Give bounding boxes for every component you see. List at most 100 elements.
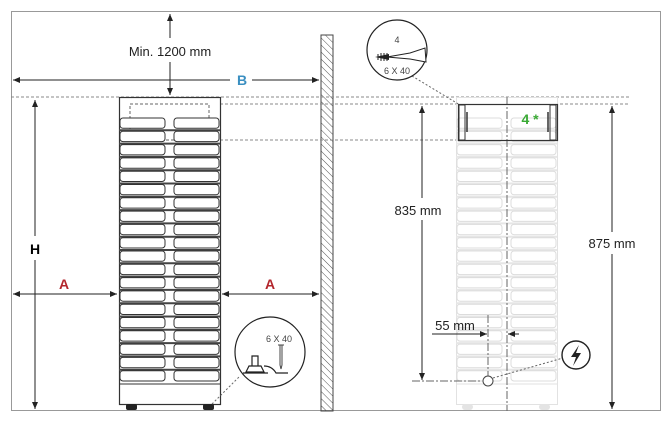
dim-h-label: H	[30, 241, 40, 257]
slat	[173, 330, 220, 342]
bracket-count-label: 4 *	[521, 111, 539, 127]
slat	[510, 250, 557, 262]
dim-875-label: 875 mm	[589, 236, 636, 251]
slat	[510, 303, 557, 316]
slat	[119, 263, 166, 276]
slat	[119, 130, 166, 143]
slat	[510, 170, 557, 182]
slat	[173, 223, 220, 236]
slat	[173, 237, 220, 249]
slat	[119, 370, 166, 382]
slat	[510, 356, 557, 369]
slat	[173, 210, 220, 222]
slat	[119, 303, 166, 316]
slat	[119, 157, 166, 169]
slat	[456, 170, 503, 182]
foot-right	[203, 404, 214, 410]
slat	[119, 317, 166, 329]
slat	[173, 317, 220, 329]
slat	[173, 370, 220, 382]
slat	[119, 117, 166, 129]
slat	[456, 130, 503, 143]
slat	[456, 263, 503, 276]
slat	[456, 197, 503, 209]
slat	[510, 184, 557, 196]
slat	[119, 356, 166, 369]
slat	[173, 157, 220, 169]
screw-count-label: 4	[394, 35, 399, 45]
slat	[510, 157, 557, 169]
slat	[456, 117, 503, 129]
min-height-label: Min. 1200 mm	[129, 44, 211, 59]
dim-a-left-label: A	[59, 276, 69, 292]
slat	[456, 330, 503, 342]
slat	[510, 290, 557, 302]
slat	[510, 317, 557, 329]
slat	[456, 250, 503, 262]
slat	[173, 263, 220, 276]
slat	[456, 184, 503, 196]
slat	[173, 184, 220, 196]
slat	[119, 144, 166, 156]
adjustable-foot-icon	[234, 316, 306, 388]
slat	[456, 370, 503, 382]
slats	[119, 117, 220, 382]
slat	[119, 343, 166, 355]
slat	[510, 263, 557, 276]
lightning-icon	[561, 340, 591, 370]
power-outlet	[482, 375, 494, 387]
slat	[119, 237, 166, 249]
slat	[456, 210, 503, 222]
dim-835-label: 835 mm	[395, 203, 442, 218]
slat	[173, 144, 220, 156]
slat	[510, 223, 557, 236]
foot-left	[126, 404, 137, 410]
slat	[119, 290, 166, 302]
slat	[173, 343, 220, 355]
slat	[173, 303, 220, 316]
slat	[456, 157, 503, 169]
foot-detail-leader	[211, 375, 241, 405]
slat	[173, 250, 220, 262]
wall	[320, 34, 334, 412]
slat	[456, 223, 503, 236]
dim-55-label: 55 mm	[435, 318, 475, 333]
slat	[119, 223, 166, 236]
slat	[119, 210, 166, 222]
slat	[456, 290, 503, 302]
slat	[173, 197, 220, 209]
radiator-front	[118, 96, 222, 410]
slat	[119, 184, 166, 196]
wall-bracket	[457, 103, 559, 142]
screw-size-label: 6 X 40	[384, 66, 410, 76]
slat	[173, 290, 220, 302]
slat	[456, 303, 503, 316]
slat	[510, 370, 557, 382]
foot-screw-label: 6 X 40	[266, 334, 292, 344]
slat	[119, 197, 166, 209]
dim-b-label: B	[237, 72, 247, 88]
slat	[456, 343, 503, 355]
slat	[510, 343, 557, 355]
slat	[173, 277, 220, 289]
frame-border	[11, 11, 661, 411]
slat	[173, 117, 220, 129]
slat	[119, 330, 166, 342]
slat	[119, 277, 166, 289]
screw-icon	[366, 19, 428, 81]
slat	[510, 210, 557, 222]
power-leader	[492, 357, 564, 379]
slat	[173, 130, 220, 143]
slat	[456, 356, 503, 369]
slat	[510, 197, 557, 209]
slat	[510, 144, 557, 156]
slat	[456, 144, 503, 156]
slat	[456, 317, 503, 329]
slat	[119, 250, 166, 262]
slat	[510, 277, 557, 289]
slat	[173, 170, 220, 182]
slat	[510, 237, 557, 249]
slat	[456, 237, 503, 249]
slat	[456, 277, 503, 289]
